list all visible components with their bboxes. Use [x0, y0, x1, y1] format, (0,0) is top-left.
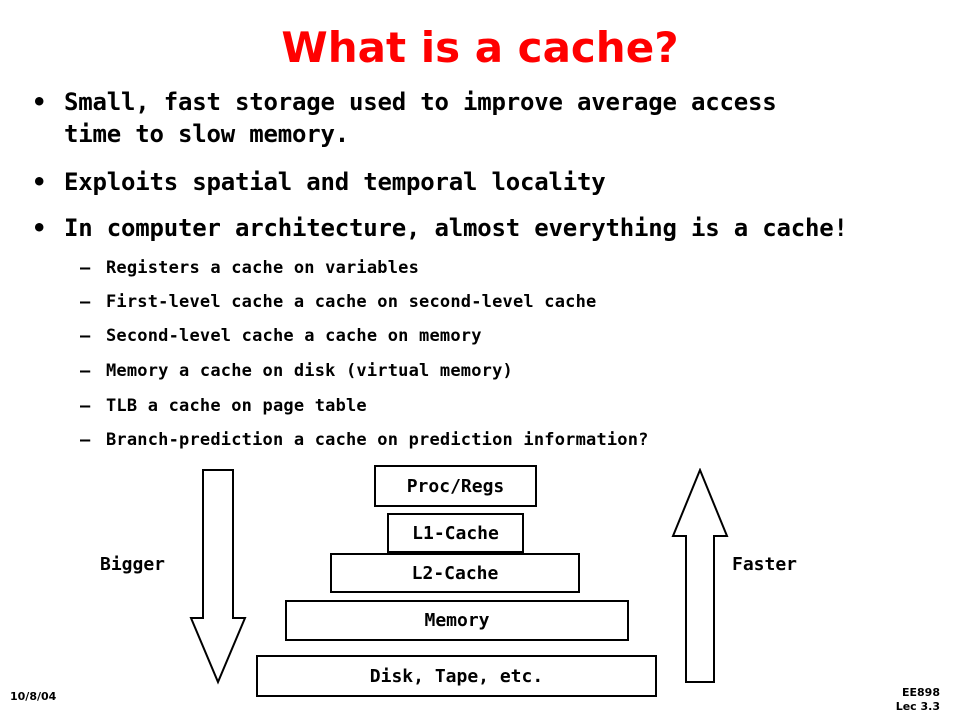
- bullet-item-everything-is-cache: • In computer architecture, almost every…: [32, 212, 932, 244]
- footer-course: EE898: [902, 686, 940, 699]
- footer-date: 10/8/04: [10, 690, 57, 703]
- faster-label: Faster: [732, 554, 798, 575]
- dash-glyph: –: [80, 258, 91, 278]
- faster-up-arrow-icon: [671, 468, 729, 683]
- dash-glyph: –: [80, 326, 91, 346]
- footer-lecture: Lec 3.3: [895, 700, 940, 713]
- bullet-glyph: •: [32, 168, 47, 196]
- sub-bullet-item: – TLB a cache on page table: [80, 394, 920, 418]
- bigger-label: Bigger: [100, 554, 166, 575]
- sub-bullet-text: Memory a cache on disk (virtual memory): [106, 361, 513, 381]
- bullet-glyph: •: [32, 88, 47, 116]
- bullet-line: time to slow memory.: [64, 120, 349, 148]
- dash-glyph: –: [80, 361, 91, 381]
- sub-bullet-text: Registers a cache on variables: [106, 258, 420, 278]
- sub-bullet-item: – Second-level cache a cache on memory: [80, 324, 920, 348]
- sub-bullet-item: – Memory a cache on disk (virtual memory…: [80, 359, 920, 383]
- hierarchy-level-l1-cache: L1-Cache: [387, 513, 524, 553]
- hierarchy-level-l2-cache: L2-Cache: [330, 553, 580, 593]
- dash-glyph: –: [80, 430, 91, 450]
- hierarchy-level-disk-tape: Disk, Tape, etc.: [256, 655, 657, 697]
- dash-glyph: –: [80, 396, 91, 416]
- dash-glyph: –: [80, 292, 91, 312]
- sub-bullet-text: TLB a cache on page table: [106, 396, 367, 416]
- bullet-line: Small, fast storage used to improve aver…: [64, 88, 777, 116]
- slide-title: What is a cache?: [281, 23, 679, 72]
- sub-bullet-item: – Registers a cache on variables: [80, 256, 920, 280]
- sub-bullet-item: – First-level cache a cache on second-le…: [80, 290, 920, 314]
- hierarchy-level-memory: Memory: [285, 600, 629, 641]
- bullet-glyph: •: [32, 214, 47, 242]
- bullet-line: Exploits spatial and temporal locality: [64, 168, 606, 196]
- sub-bullet-text: Second-level cache a cache on memory: [106, 326, 482, 346]
- bullet-item-small-fast-storage: • Small, fast storage used to improve av…: [32, 86, 932, 150]
- hierarchy-level-proc-regs: Proc/Regs: [374, 465, 537, 507]
- sub-bullet-text: First-level cache a cache on second-leve…: [106, 292, 597, 312]
- bullet-line: In computer architecture, almost everyth…: [64, 214, 848, 242]
- sub-bullet-item: – Branch-prediction a cache on predictio…: [80, 428, 920, 452]
- sub-bullet-text: Branch-prediction a cache on prediction …: [106, 430, 649, 450]
- bullet-item-locality: • Exploits spatial and temporal locality: [32, 166, 932, 198]
- bigger-down-arrow-icon: [189, 469, 247, 685]
